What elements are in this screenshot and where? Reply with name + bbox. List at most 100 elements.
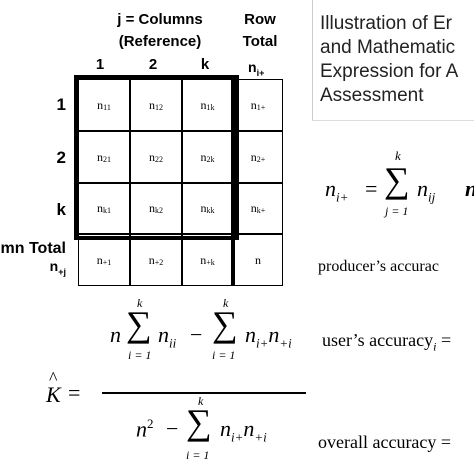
kappa-num-minus: −	[190, 322, 203, 347]
kappa-num-sigma1-icon: ∑	[126, 304, 152, 344]
kappa-num-term2-sub1: i+	[256, 335, 269, 351]
kappa-den-sup: 2	[147, 416, 154, 431]
kappa-den-term-sub2: +i	[254, 429, 267, 445]
kappa-num-sum1-bottom: i = 1	[128, 348, 152, 362]
kappa-den-n: n	[136, 416, 147, 442]
formula-trailing-n: n	[465, 176, 474, 202]
matrix-cell-base: n	[97, 97, 104, 112]
row-total-symbol: ni+	[248, 59, 264, 78]
matrix-cell-base: n	[250, 97, 257, 112]
producers-accuracy-label: producer’s accurac	[318, 258, 439, 275]
users-accuracy-sub: i	[433, 339, 437, 354]
formula-sum-bottom: j = 1	[385, 204, 409, 218]
matrix-cell-base: n	[200, 97, 207, 112]
row-total-symbol-sub: i+	[256, 67, 265, 78]
kappa-den-sum-bottom: i = 1	[186, 448, 210, 462]
kappa-num-n: n	[110, 322, 121, 347]
kappa-num-term1-sub: ii	[169, 335, 177, 351]
matrix-cell-sub: k2	[155, 206, 163, 215]
column-header-line1: j = Columns	[117, 11, 203, 28]
kappa-den-term: ni+n+i	[220, 416, 267, 445]
kappa-k: K	[46, 382, 61, 407]
matrix-cell-sub: k+	[256, 206, 266, 215]
column-total-text: mn Total	[0, 240, 66, 257]
formula-term-sub: ij	[428, 189, 436, 205]
matrix-cell-sub: +k	[206, 257, 215, 267]
matrix-cell-base: n	[250, 201, 257, 215]
kappa-den-term-n2: n	[243, 416, 255, 441]
row-total-header: Row Total	[235, 9, 285, 53]
matrix-cell-base: n	[149, 201, 155, 215]
matrix-cell-sub: 22	[155, 154, 163, 164]
column-label-2: 2	[148, 56, 158, 73]
column-total-symbol-base: n	[49, 258, 59, 274]
title-line-2: and Mathematic	[320, 37, 456, 58]
row-total-line2: Total	[242, 33, 278, 50]
kappa-fraction-bar	[102, 392, 306, 394]
matrix-cell-base: n	[96, 252, 103, 267]
users-accuracy-label: user’s accuracyi =	[322, 330, 451, 355]
title-text: Illustration of Er and Mathematic Expres…	[313, 0, 474, 108]
kappa-formula: ^ K = n k ∑ i = 1 nii − k ∑ i = 1 ni+n+i…	[40, 292, 310, 474]
users-accuracy-equals: =	[440, 330, 452, 350]
kappa-num-sum1-top: k	[137, 296, 143, 310]
formula-lhs: ni+	[325, 176, 348, 205]
matrix-cell-sub: 2+	[256, 154, 266, 164]
kappa-num-term2-sub2: +i	[279, 335, 292, 351]
row-total-symbol-base: n	[248, 59, 257, 75]
title-line-4: Assessment	[320, 85, 424, 106]
kappa-num-term2-n2: n	[268, 322, 280, 347]
matrix-cell-base: n	[97, 149, 103, 164]
column-label-k: k	[200, 56, 210, 73]
title-box: Illustration of Er and Mathematic Expres…	[312, 0, 474, 121]
totals-divider-vertical	[231, 75, 235, 286]
kappa-den-sigma-icon: ∑	[186, 402, 212, 442]
matrix-cell-sub: 12	[155, 102, 163, 112]
title-line-3: Expression for A	[320, 61, 459, 82]
kappa-num-term2: ni+n+i	[245, 322, 292, 351]
matrix-cell-r4-c4: n	[233, 234, 283, 286]
formula-term: nij	[417, 176, 435, 205]
matrix-cell-r4-c1: n+1	[78, 234, 130, 286]
matrix-cell-sub: k1	[103, 206, 111, 215]
kappa-den-n2: n2	[136, 416, 154, 442]
formula-term-n: n	[417, 176, 428, 201]
kappa-num-term2-n1: n	[245, 322, 256, 347]
kappa-den-term-n1: n	[220, 416, 231, 441]
title-line-1: Illustration of Er	[320, 13, 452, 34]
column-label-1: 1	[95, 56, 105, 73]
matrix-cell-base: n	[148, 252, 155, 267]
formula-equals: =	[365, 176, 378, 201]
matrix-cell-base: n	[149, 149, 155, 164]
matrix-cell-r4-c2: n+2	[130, 234, 182, 286]
formula-lhs-sub: i+	[336, 189, 349, 205]
row-total-line1: Row	[244, 11, 276, 28]
users-accuracy-text: user’s accuracy	[322, 330, 434, 350]
overall-accuracy-label: overall accuracy =	[318, 432, 452, 452]
matrix-cell-base: n	[250, 149, 257, 164]
matrix-cell-sub: +2	[154, 257, 164, 267]
column-total-symbol: n+j	[0, 258, 66, 277]
column-total-label: mn Total n+j	[0, 240, 66, 277]
matrix-cell-base: n	[200, 149, 207, 164]
row-total-formula: ni+ = k ∑ j = 1 nij n	[325, 148, 474, 228]
column-header-line2: (Reference)	[118, 33, 202, 50]
formula-sum-top: k	[395, 148, 401, 163]
matrix-cell-sub: 21	[103, 154, 111, 164]
column-header: j = Columns (Reference)	[85, 9, 235, 53]
matrix-cell-base: n	[255, 252, 261, 267]
matrix-cell-base: n	[149, 97, 155, 112]
kappa-den-sum-top: k	[198, 394, 204, 408]
kappa-den-minus: −	[166, 416, 179, 441]
kappa-num-term1: nii	[158, 322, 176, 351]
kappa-equals: =	[68, 380, 81, 405]
row-label-k: k	[56, 200, 66, 219]
kappa-den-term-sub1: i+	[231, 429, 244, 445]
